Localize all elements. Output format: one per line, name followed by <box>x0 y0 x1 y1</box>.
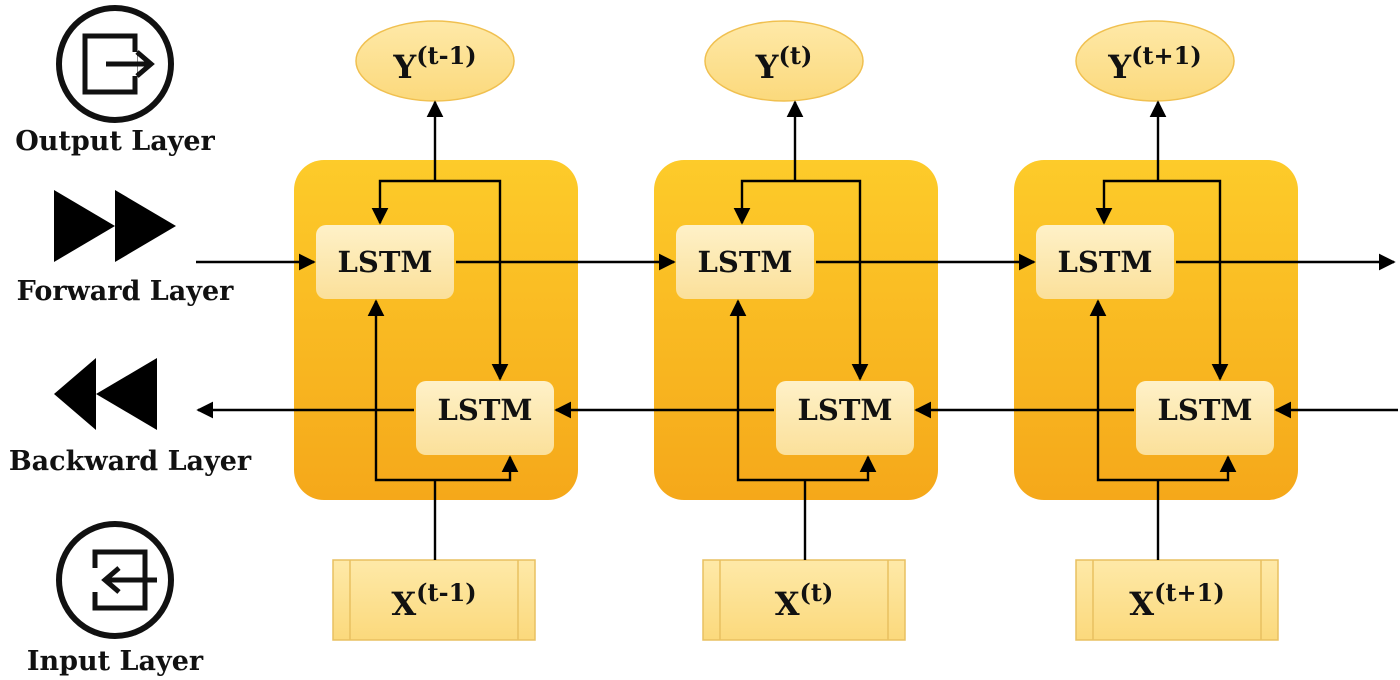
time-step-next: LSTM LSTM Y(t+1) X(t+1) <box>1014 20 1298 641</box>
input-node <box>702 559 906 641</box>
backward-lstm-box <box>416 381 554 455</box>
lstm-label: LSTM <box>1157 393 1252 427</box>
lstm-label: LSTM <box>1057 245 1152 279</box>
forward-lstm-box <box>1036 225 1174 299</box>
output-label: Y(t+1) <box>1107 41 1201 86</box>
backward-layer-label: Backward Layer <box>9 446 252 477</box>
input-label: X(t-1) <box>391 578 476 623</box>
output-layer-icon <box>56 5 174 123</box>
input-layer-icon <box>56 521 174 639</box>
input-node <box>1075 559 1279 641</box>
forward-lstm-box <box>676 225 814 299</box>
input-label: X(t+1) <box>1129 578 1224 623</box>
time-step-prev: LSTM LSTM Y(t-1) X(t-1) <box>294 20 578 641</box>
lstm-label: LSTM <box>697 245 792 279</box>
connection-wires <box>367 100 519 560</box>
connection-wires <box>1089 100 1237 560</box>
output-layer-label: Output Layer <box>15 126 215 157</box>
connection-wires <box>729 100 877 560</box>
backward-lstm-box <box>776 381 914 455</box>
forward-lstm-box <box>316 225 454 299</box>
fast-forward-icon <box>54 190 176 262</box>
output-label: Y(t-1) <box>392 41 476 86</box>
lstm-label: LSTM <box>797 393 892 427</box>
time-step-current: LSTM LSTM Y(t) X(t) <box>654 20 938 641</box>
backward-lstm-box <box>1136 381 1274 455</box>
forward-layer-label: Forward Layer <box>17 276 235 307</box>
rewind-icon <box>54 358 157 430</box>
lstm-label: LSTM <box>437 393 532 427</box>
input-layer-label: Input Layer <box>27 646 204 677</box>
lstm-label: LSTM <box>337 245 432 279</box>
output-node <box>704 20 864 102</box>
output-label: Y(t) <box>755 41 813 86</box>
input-label: X(t) <box>775 578 834 623</box>
input-node <box>332 559 536 641</box>
